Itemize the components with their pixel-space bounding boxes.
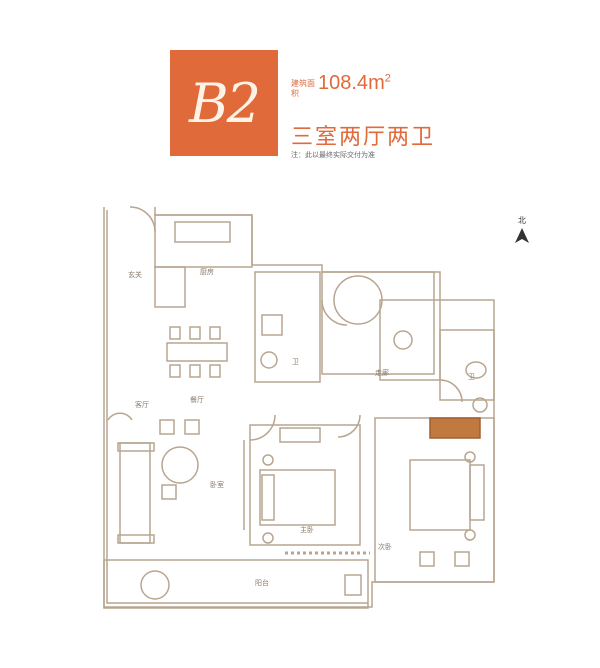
area-number: 108.4 — [318, 72, 369, 94]
room-label-bath2: 卫 — [468, 373, 475, 381]
room-label-entry: 玄关 — [128, 271, 142, 279]
disclaimer-note: 注：此以最终实际交付为准 — [291, 151, 375, 159]
unit-code: B2 — [188, 71, 261, 135]
north-arrow-icon — [515, 228, 529, 243]
room-label-dining: 餐厅 — [190, 396, 204, 404]
unit-code-badge: B2 — [170, 50, 278, 156]
compass: 北 — [510, 215, 534, 250]
layout-title: 三室两厅两卫 — [291, 125, 436, 150]
north-label: 北 — [518, 216, 526, 225]
room-label-bedroom-main: 主卧 — [300, 526, 314, 534]
area-label: 建筑面积 — [291, 79, 315, 98]
room-label-corridor: 走廊 — [375, 369, 389, 377]
room-label-bath1: 卫 — [292, 358, 299, 366]
area-unit-sup: 2 — [384, 72, 391, 85]
room-label-bedroom2: 次卧 — [378, 543, 392, 551]
room-label-kitchen: 厨房 — [200, 268, 214, 276]
room-label-living: 客厅 — [135, 401, 149, 409]
area-value: 108.4m2 — [318, 72, 391, 95]
area-unit: m — [368, 72, 385, 94]
room-label-balcony: 阳台 — [255, 579, 269, 587]
room-label-bedroom3: 卧室 — [210, 481, 224, 489]
